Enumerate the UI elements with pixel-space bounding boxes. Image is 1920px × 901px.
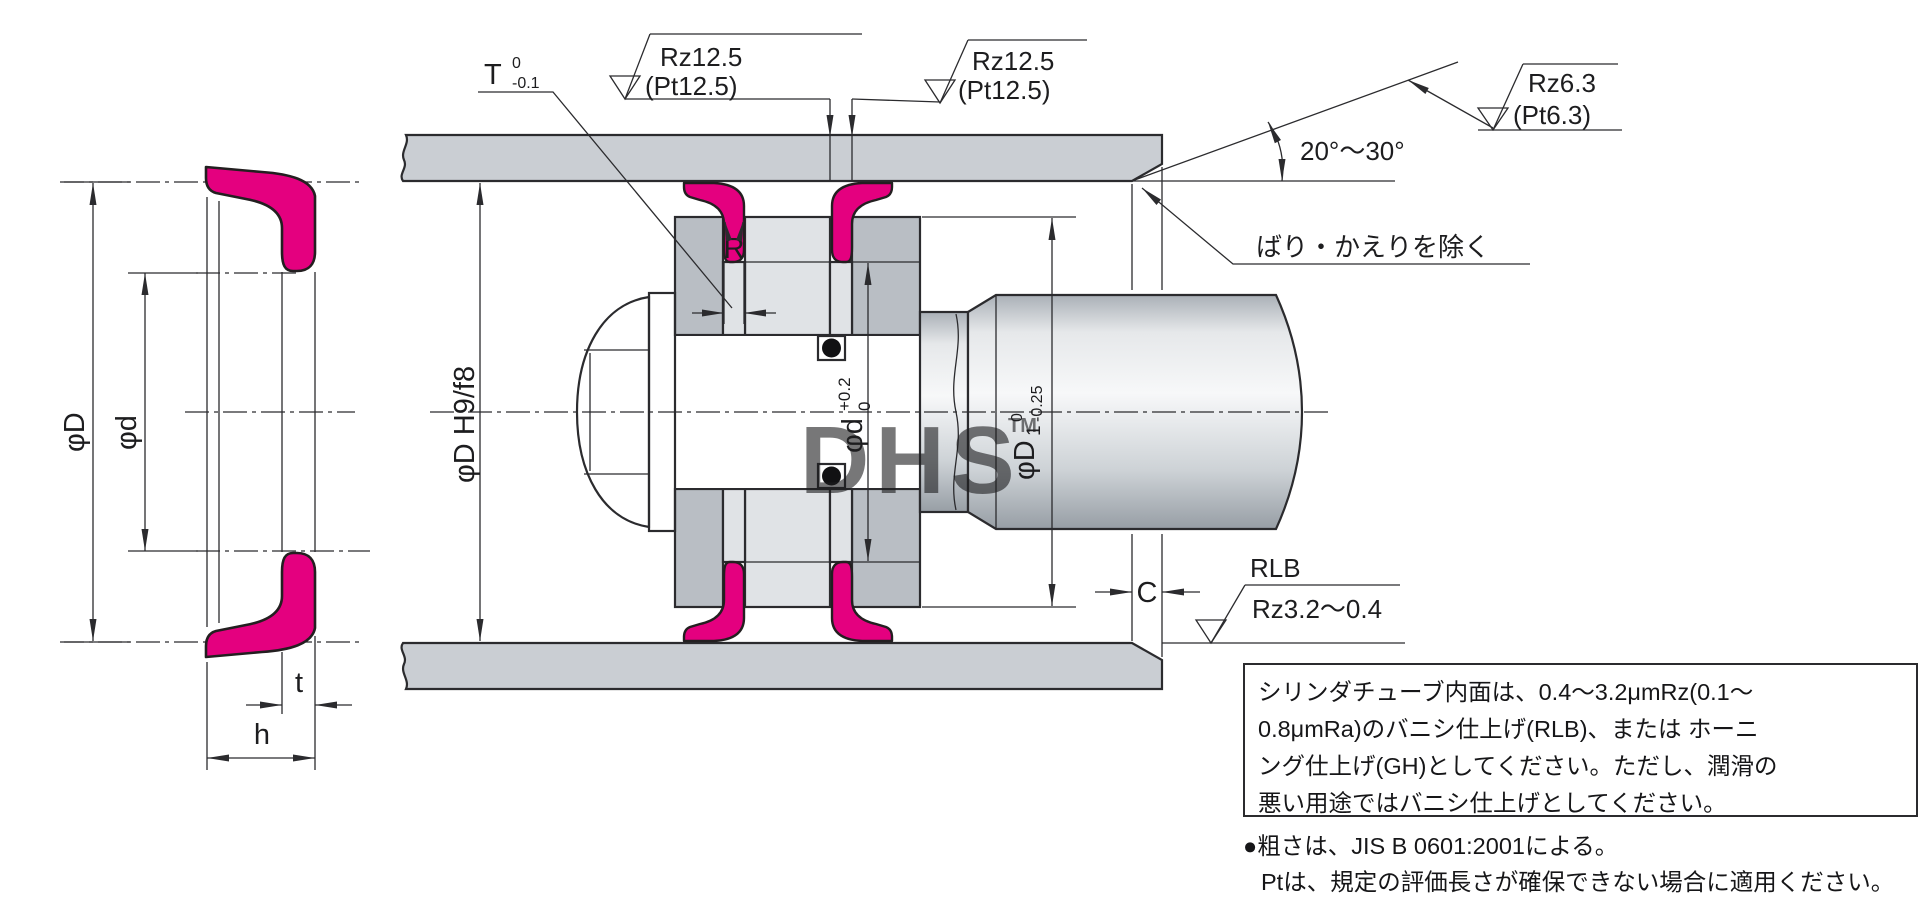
bore-finish-mark: RLB Rz3.2〜0.4 — [1162, 553, 1405, 645]
note-line: 悪い用途ではバニシ仕上げとしてください。 — [1258, 790, 1727, 816]
surface-mark-groove-right: Rz12.5 (Pt12.5) — [848, 39, 1087, 181]
seal-id-label: φd — [111, 415, 143, 450]
footnotes: ●粗さは、JIS B 0601:2001による。 Ptは、規定の評価長さが確保で… — [1243, 828, 1894, 900]
footnote-roughness: ●粗さは、JIS B 0601:2001による。 — [1243, 833, 1619, 859]
watermark: DHS TM — [800, 407, 1037, 514]
installation-section-view — [400, 133, 1330, 691]
groove-dia-label: φd +0.2 0 — [835, 377, 874, 453]
bore-finish-value: Rz3.2〜0.4 — [1252, 594, 1382, 624]
surface-value: Rz12.5 — [972, 46, 1054, 76]
groove-dia-lower: 0 — [855, 402, 874, 411]
cylinder-tube-bottom — [400, 641, 1164, 691]
surface-value-pt: (Pt12.5) — [958, 75, 1051, 105]
chamfer-length-label: C — [1137, 577, 1158, 609]
bore-dim-label: φD H9/f8 — [449, 366, 481, 483]
seal-height-label: h — [254, 719, 270, 751]
groove-width-tol-upper: 0 — [512, 55, 521, 72]
seal-section-top — [204, 165, 317, 273]
piston-dia-main: φD — [1009, 440, 1041, 480]
seal-cross-section-view: φD φd t h — [59, 165, 370, 770]
piston-dia-lower: -0.25 — [1029, 385, 1046, 422]
svg-text:TM: TM — [1008, 415, 1037, 437]
seal-section-bottom — [204, 551, 317, 659]
piston-body — [673, 215, 922, 609]
surface-value: Rz12.5 — [660, 42, 742, 72]
deburr-note-label: ばり・かえりを除く — [1256, 232, 1490, 262]
deburr-leader: ばり・かえりを除く — [1141, 187, 1530, 265]
surface-value-pt: (Pt12.5) — [645, 71, 738, 101]
piston-dia-upper: 0 — [1009, 413, 1026, 422]
chamfer-length-dim: C — [1095, 167, 1200, 657]
groove-width-tol-lower: -0.1 — [512, 75, 540, 92]
groove-width-tol-label: T — [484, 59, 502, 91]
svg-text:DHS: DHS — [800, 407, 1021, 514]
chamfer-angle-label: 20°〜30° — [1300, 136, 1405, 166]
surface-value: Rz6.3 — [1528, 68, 1596, 98]
cylinder-tube-top — [400, 133, 1164, 183]
bore-finish-label: RLB — [1250, 553, 1301, 583]
dimensions: T 0 -0.1 R Rz12.5 (Pt12.5) — [449, 33, 1622, 657]
o-ring-bottom — [816, 462, 847, 490]
piston-dia-sub: 1 — [1024, 425, 1045, 436]
surface-value-pt: (Pt6.3) — [1513, 100, 1591, 130]
footnote-pt: Ptは、規定の評価長さが確保できない場合に適用ください。 — [1261, 869, 1895, 895]
groove-dia-upper: +0.2 — [835, 377, 854, 411]
o-ring-top — [816, 334, 847, 362]
cylinder-tube-note-box: シリンダチューブ内面は、0.4〜3.2μmRz(0.1〜 0.8μmRa)のバニ… — [1243, 663, 1918, 817]
piston-dia-label: φD 1 0 -0.25 — [1009, 385, 1046, 480]
surface-mark-tube-end: Rz6.3 (Pt6.3) — [1407, 63, 1622, 132]
seal-heel-width-label: t — [295, 667, 303, 699]
bolt-head — [575, 295, 651, 529]
note-line: シリンダチューブ内面は、0.4〜3.2μmRz(0.1〜 — [1258, 679, 1754, 705]
note-line: 0.8μmRa)のバニシ仕上げ(RLB)、または ホーニ — [1258, 716, 1759, 742]
chamfer-angle-dim: 20°〜30° — [1131, 61, 1459, 182]
groove-dia-main: φd — [837, 418, 869, 453]
seal-od-label: φD — [59, 412, 91, 452]
note-line: ング仕上げ(GH)としてください。ただし、潤滑の — [1258, 753, 1778, 779]
surface-mark-groove-left: Rz12.5 (Pt12.5) — [608, 33, 862, 181]
